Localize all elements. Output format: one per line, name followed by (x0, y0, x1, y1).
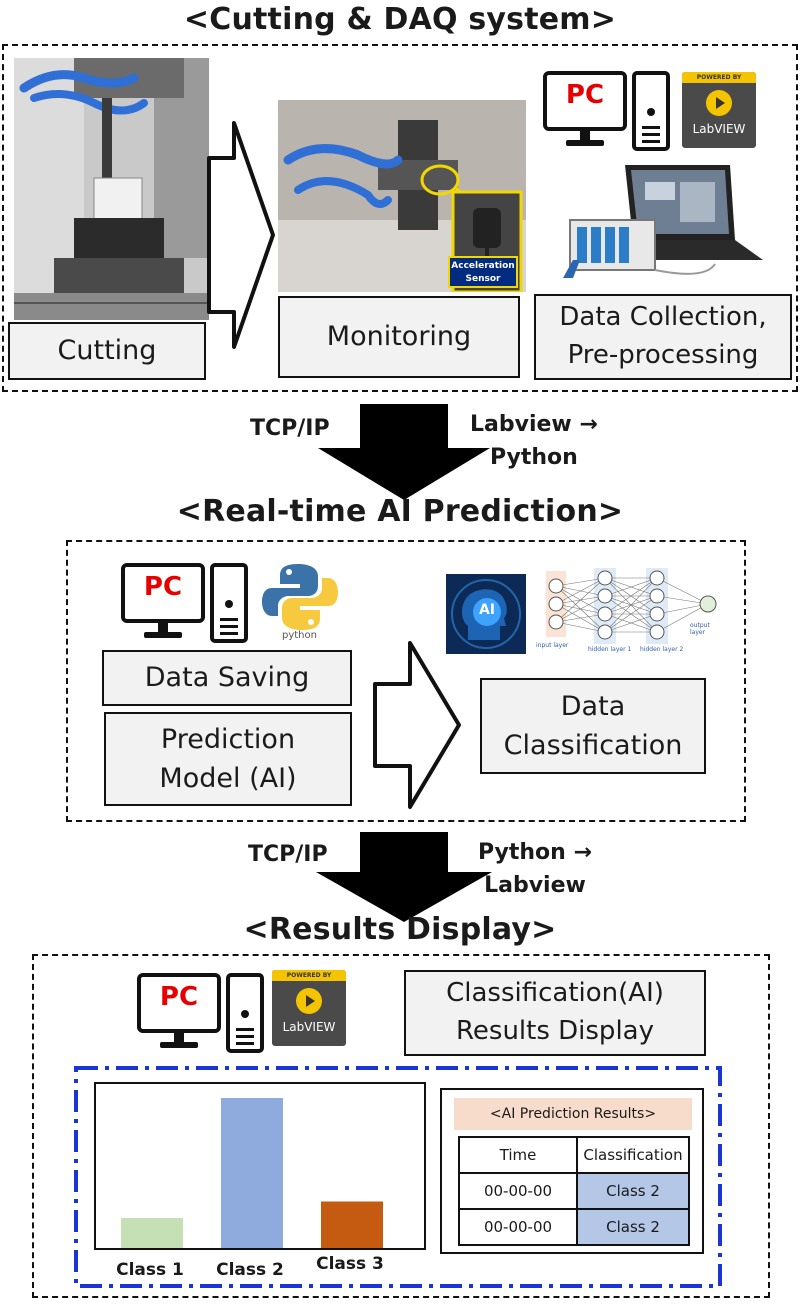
display-section-title: <Results Display> (243, 912, 557, 947)
table-cell-class: Class 2 (576, 1172, 690, 1210)
bar-class-2 (221, 1098, 283, 1248)
bar-class-1 (121, 1218, 183, 1248)
display-section-frame (32, 954, 770, 1298)
table-header-classification: Classification (576, 1136, 690, 1174)
pc-icon-display: PC (136, 972, 266, 1056)
bar-label-class-2: Class 2 (216, 1260, 284, 1280)
hollow-arrow-right-2-icon (372, 640, 462, 810)
link1-direction-label: Labview → Python (470, 412, 598, 470)
bar-label-class-1: Class 1 (116, 1260, 184, 1280)
results-display-box: Classification(AI) Results Display (404, 970, 706, 1056)
bar-chart-category-labels: Class 1 Class 2 Class 3 (94, 1252, 426, 1282)
pc-icon-ai: PC (120, 562, 250, 646)
ai-section-frame (66, 540, 746, 822)
ai-section-title: <Real-time AI Prediction> (176, 494, 624, 529)
neural-network-diagram: input layer hidden layer 1 hidden layer … (536, 566, 726, 658)
monitoring-photo: Acceleration Sensor (278, 100, 526, 292)
bar-chart-plot (121, 1098, 383, 1248)
table-header-row: Time Classification (458, 1136, 690, 1174)
cutting-machine-photo (14, 58, 209, 320)
link2-protocol-label: TCP/IP (248, 842, 328, 867)
ai-head-image: AI (446, 574, 526, 654)
labview-logo: POWERED BY LabVIEW (682, 72, 756, 148)
cutting-box: Cutting (8, 322, 206, 380)
down-arrow-2-icon (316, 832, 492, 922)
daq-section-frame (2, 44, 798, 392)
monitoring-box: Monitoring (278, 296, 520, 378)
acceleration-sensor-label: Acceleration Sensor (448, 256, 518, 288)
pc-label: PC (565, 80, 605, 110)
data-classification-box: Data Classification (480, 678, 706, 774)
hollow-arrow-right-icon (206, 120, 276, 350)
labview-play-icon (706, 90, 732, 116)
results-table: Time Classification 00-00-00 Class 2 00-… (458, 1136, 690, 1246)
bar-label-class-3: Class 3 (316, 1254, 384, 1274)
link1-protocol-label: TCP/IP (250, 416, 330, 441)
results-table-title: <AI Prediction Results> (454, 1098, 692, 1130)
table-cell-class: Class 2 (576, 1208, 690, 1246)
prediction-results-panel: <AI Prediction Results> Time Classificat… (440, 1088, 704, 1254)
table-cell-time: 00-00-00 (458, 1208, 578, 1246)
pc-icon-daq: PC (542, 70, 672, 154)
labview-play-icon (296, 988, 322, 1014)
link2-direction-label: Python → Labview (478, 840, 592, 898)
data-collection-box: Data Collection, Pre-processing (534, 294, 792, 380)
bar-class-3 (321, 1201, 383, 1248)
display-panel-frame (74, 1066, 722, 1288)
table-cell-time: 00-00-00 (458, 1172, 578, 1210)
labview-logo-display: POWERED BY LabVIEW (272, 970, 346, 1046)
laptop-daq-device-image (555, 160, 765, 290)
table-row: 00-00-00 Class 2 (458, 1208, 690, 1246)
bar-chart (94, 1082, 426, 1250)
prediction-model-box: Prediction Model (AI) (104, 712, 352, 806)
table-row: 00-00-00 Class 2 (458, 1172, 690, 1210)
python-logo-icon: python (262, 562, 338, 646)
table-header-time: Time (458, 1136, 578, 1174)
down-arrow-1-icon (318, 404, 490, 500)
daq-section-title: <Cutting & DAQ system> (183, 2, 617, 37)
data-saving-box: Data Saving (102, 650, 352, 706)
